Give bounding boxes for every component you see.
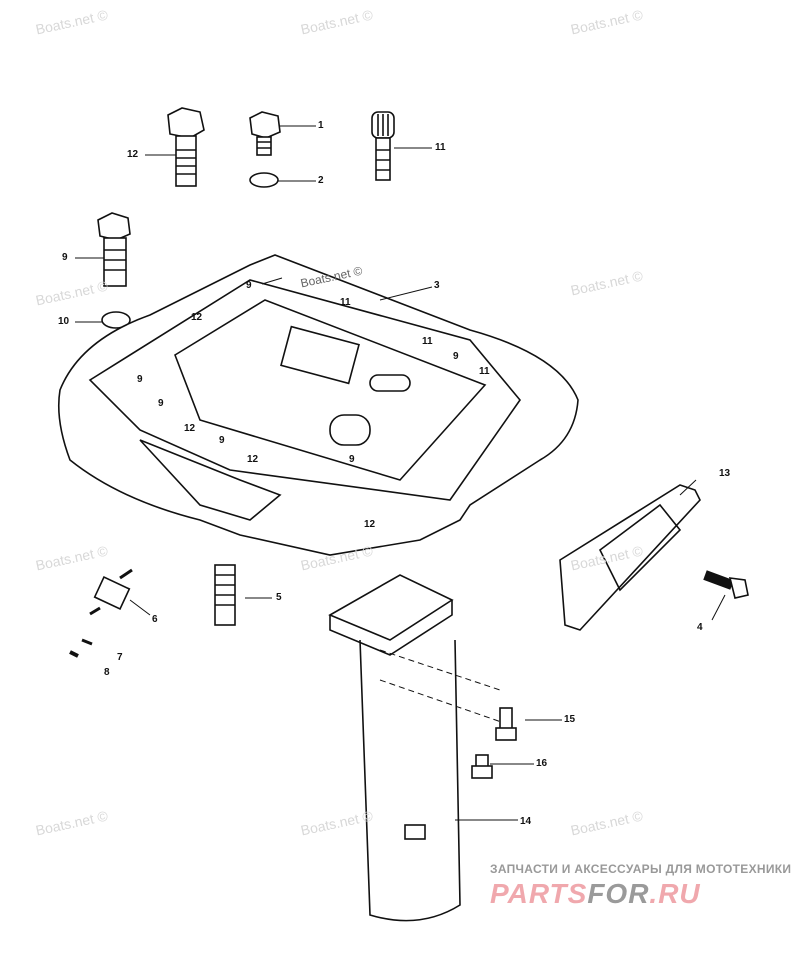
brand-tagline: ЗАПЧАСТИ И АКСЕССУАРЫ ДЛЯ МОТОТЕХНИКИ <box>490 862 792 876</box>
callout-label: 4 <box>697 622 703 633</box>
bolt-4-part <box>703 570 749 599</box>
callout-label: 12 <box>127 149 139 160</box>
callout-label: 11 <box>422 336 433 347</box>
callout-label: 12 <box>364 519 376 530</box>
callout-label: 11 <box>340 297 351 308</box>
washer-10-part <box>101 311 131 329</box>
callout-label: 13 <box>719 468 731 479</box>
washer-2-part <box>249 172 279 188</box>
callout-label: 12 <box>247 454 259 465</box>
leader-lines <box>75 125 726 821</box>
screw-15-part <box>495 707 517 741</box>
callout-label: 9 <box>137 374 143 385</box>
logo-part-ru: .RU <box>649 878 701 909</box>
callout-label: 12 <box>191 312 203 323</box>
callout-label: 8 <box>104 667 110 678</box>
callout-label: 11 <box>479 366 490 377</box>
callout-label: 2 <box>318 175 324 186</box>
callout-label: 6 <box>152 614 158 625</box>
bolt-9-part <box>97 212 131 287</box>
adapter-plate-3-part <box>57 254 579 556</box>
exhaust-tube-14-part <box>328 574 511 922</box>
callout-label: 7 <box>117 652 123 663</box>
bolt-1-part <box>249 111 281 156</box>
callout-label: 9 <box>62 252 68 263</box>
screw-16-part <box>471 754 493 779</box>
stud-5-part <box>214 564 236 626</box>
callout-label: 16 <box>536 758 548 769</box>
bolt-12-part <box>167 107 205 187</box>
cover-13-part <box>559 484 701 631</box>
callout-label: 14 <box>520 816 532 827</box>
logo-part-for: FOR <box>587 878 650 909</box>
callout-label: 9 <box>453 351 459 362</box>
callout-label: 1 <box>318 120 324 131</box>
brand-logo: PARTSFOR.RU <box>490 878 701 910</box>
logo-part-parts: PARTS <box>490 878 588 909</box>
callout-label: 10 <box>58 316 70 327</box>
callout-label: 15 <box>564 714 576 725</box>
callout-label: 9 <box>349 454 355 465</box>
callout-label: 12 <box>184 423 196 434</box>
callout-label: 3 <box>434 280 440 291</box>
callout-label: 11 <box>435 142 446 153</box>
pin-7-part <box>81 638 93 646</box>
nut-8-part <box>69 650 79 658</box>
callout-label: 9 <box>219 435 225 446</box>
callout-label: 5 <box>276 592 282 603</box>
screw-11-part <box>371 111 395 181</box>
mount-6-part <box>89 568 133 616</box>
callout-label: 9 <box>158 398 164 409</box>
callout-label: 9 <box>246 280 252 291</box>
